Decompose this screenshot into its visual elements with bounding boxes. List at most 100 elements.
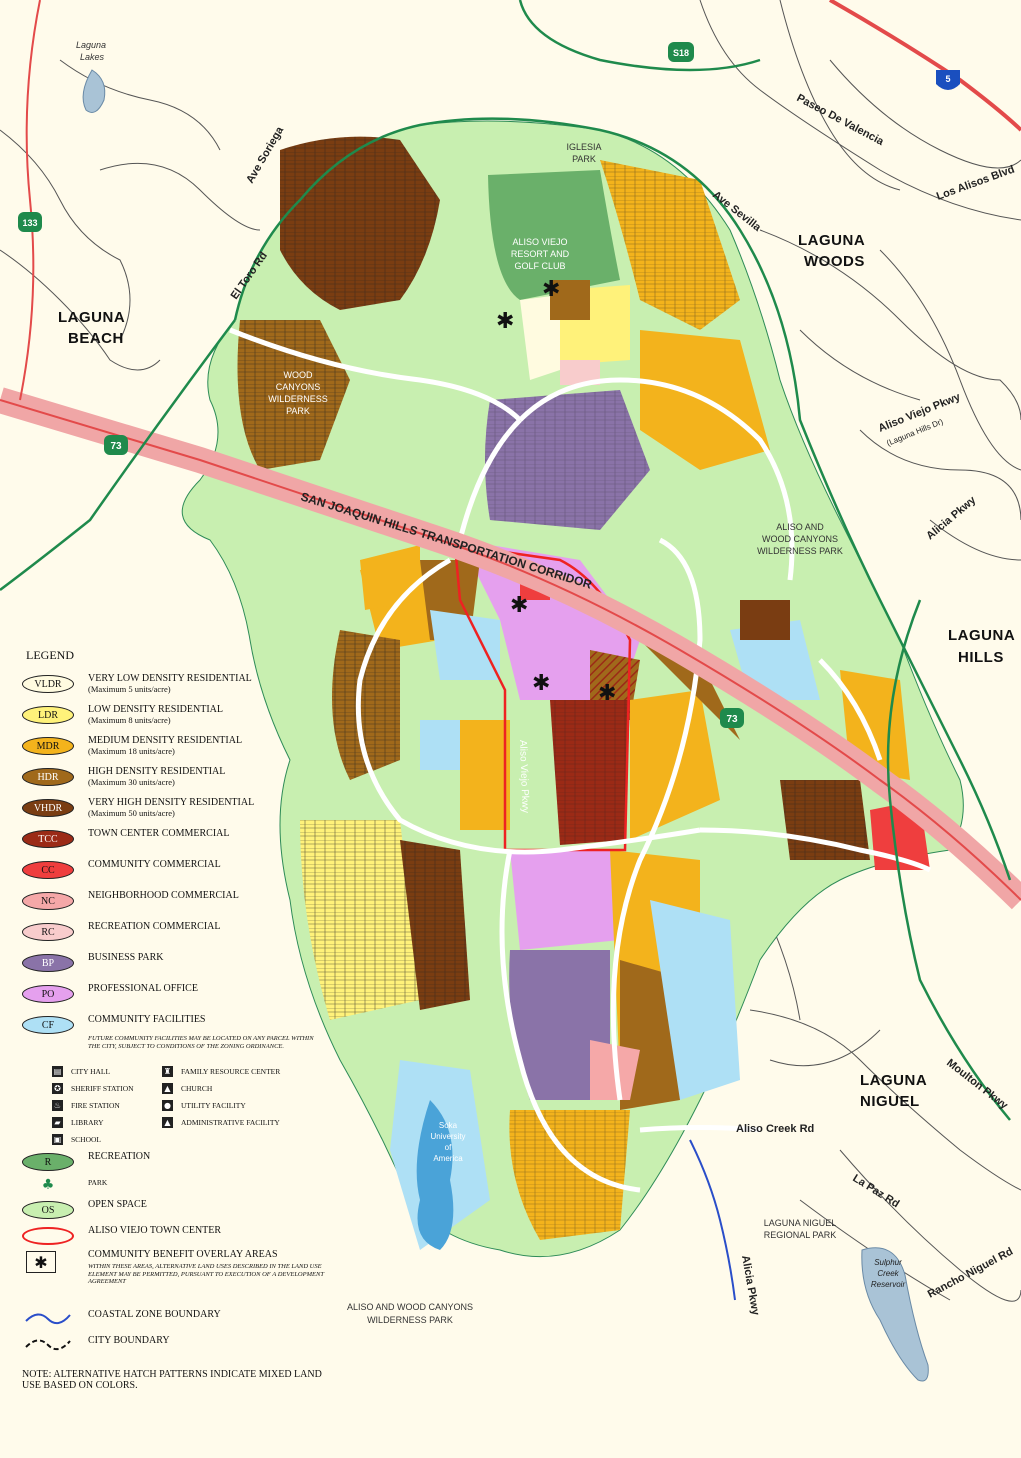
legend-swatch: VLDR (22, 675, 74, 693)
svg-text:S18: S18 (673, 48, 689, 58)
road-alicia-pkwy-s: Alicia Pkwy (739, 1254, 761, 1317)
legend-symbol: ▤CITY HALL (52, 1066, 111, 1077)
city-boundary-west (0, 319, 237, 591)
zone-hdr-e2 (740, 600, 790, 640)
legend-symbol: ●UTILITY FACILITY (162, 1100, 246, 1111)
legend-swatch: BP (22, 954, 74, 972)
shield-133: 133 (18, 212, 42, 232)
legend-os: OS OPEN SPACE (22, 1199, 332, 1225)
road-paseo-valencia: Paseo De Valencia (795, 92, 887, 148)
library-icon: ▰ (52, 1117, 63, 1128)
legend-swatch: CF (22, 1016, 74, 1034)
zone-bp-lots (485, 390, 650, 530)
route-133 (19, 0, 41, 401)
zone-rc-n (560, 360, 600, 385)
legend-benefit: ✱ COMMUNITY BENEFIT OVERLAY AREAS WITHIN… (22, 1249, 332, 1309)
benefit-marker: ✱ (532, 671, 550, 696)
zone-hdr-w2-lots (332, 630, 400, 780)
school-icon: ▣ (52, 1134, 63, 1145)
legend-city-boundary: CITY BOUNDARY (22, 1335, 332, 1361)
legend-swatch: LDR (22, 706, 74, 724)
zone-cf-w3 (420, 720, 460, 770)
road-los-alisos: Los Alisos Blvd (935, 163, 1016, 202)
city-hall-icon: ▤ (52, 1066, 63, 1077)
town-center-swatch (22, 1227, 74, 1245)
legend-symbols: ▤CITY HALL♜FAMILY RESOURCE CENTER✪SHERIF… (52, 1066, 332, 1145)
zone-mdr-bottom-lots (509, 1110, 630, 1240)
legend-note: NOTE: ALTERNATIVE HATCH PATTERNS INDICAT… (22, 1369, 322, 1391)
legend-symbol: ♨FIRE STATION (52, 1100, 120, 1111)
legend-swatch: PO (22, 985, 74, 1003)
svg-text:73: 73 (726, 714, 738, 725)
road-aliso-creek: Aliso Creek Rd (736, 1123, 814, 1135)
arterial-roads (229, 327, 932, 1193)
legend-swatch: VHDR (22, 799, 74, 817)
church-icon: ▲ (162, 1083, 173, 1094)
road-rancho-niguel: Rancho Niguel Rd (926, 1246, 1015, 1301)
zone-cf-south (650, 900, 740, 1100)
benefit-marker: ✱ (598, 681, 616, 706)
route-5 (829, 0, 1021, 132)
legend-swatch: OS (22, 1201, 74, 1219)
zone-ldr-sw-lots (300, 820, 420, 1020)
boundary-north (518, 0, 761, 72)
city-boundary (233, 117, 1012, 881)
cf-note: FUTURE COMMUNITY FACILITIES MAY BE LOCAT… (88, 1035, 314, 1050)
legend-symbol: ▣SCHOOL (52, 1134, 102, 1145)
svg-text:5: 5 (945, 74, 950, 84)
legend-symbol: ▰LIBRARY (52, 1117, 162, 1128)
legend-swatch: NC (22, 892, 74, 910)
legend-park: ♣ PARK (22, 1177, 332, 1199)
road-moulton: Moulton Pkwy (944, 1057, 1010, 1113)
legend-swatch: HDR (22, 768, 74, 786)
shield-73-east: 73 (720, 708, 744, 728)
aliso-creek-water (416, 1100, 454, 1250)
benefit-marker: ✱ (542, 277, 560, 302)
road-alicia-pkwy-ne: Alicia Pkwy (924, 494, 979, 543)
legend-title: LEGEND (26, 648, 74, 662)
zone-hdr-center (640, 640, 740, 740)
legend-symbol: ▲ADMINISTRATIVE FACILITY (162, 1117, 312, 1128)
coastal-zone-boundary (689, 1139, 736, 1301)
coastal-line-icon (25, 1313, 71, 1325)
legend-swatch: CC (22, 861, 74, 879)
zone-mdr-w4 (460, 720, 510, 830)
boundary-laguna-niguel (886, 599, 1011, 1121)
shield-73-west: 73 (104, 435, 128, 455)
zone-bp-south (509, 950, 610, 1100)
legend-symbol: ✪SHERIFF STATION (52, 1083, 162, 1094)
sulphur-creek-water (861, 1247, 929, 1382)
svg-text:133: 133 (22, 218, 37, 228)
legend-swatch: TCC (22, 830, 74, 848)
legend-symbol: ▲CHURCH (162, 1083, 312, 1094)
utility-icon: ● (162, 1100, 173, 1111)
zone-hdr-south-lots (400, 840, 470, 1010)
zone-cf-west (430, 610, 500, 680)
benefit-marker: ✱ (510, 593, 528, 618)
zone-tcc-lots (550, 700, 630, 845)
family-resource-icon: ♜ (162, 1066, 173, 1077)
road-aliso-viejo-pkwy-c: Aliso Viejo Pkwy (517, 740, 531, 814)
legend-swatch: RC (22, 923, 74, 941)
shield-i5: 5 (936, 70, 960, 90)
city-boundary-line-icon (25, 1339, 71, 1351)
benefit-marker: ✱ (496, 309, 514, 334)
zone-vhdr-n (550, 280, 590, 320)
